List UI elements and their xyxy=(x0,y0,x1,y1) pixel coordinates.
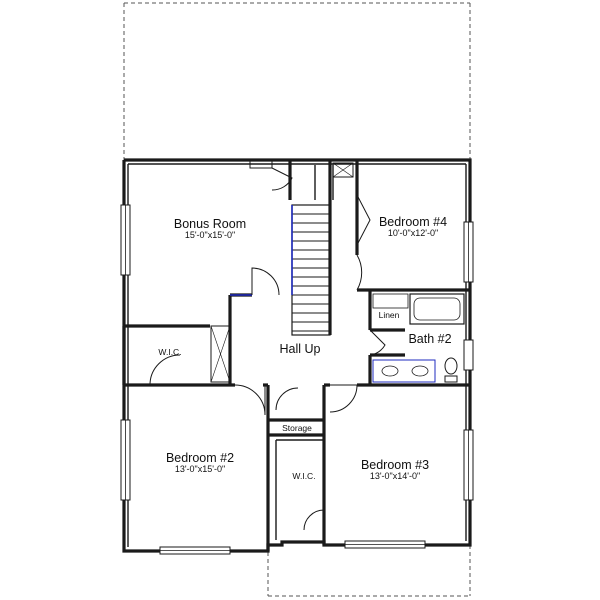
bath-fixtures xyxy=(372,293,465,383)
lower-dashed-outline xyxy=(267,545,471,597)
bonus-room-dims: 15'-0"x15'-0" xyxy=(185,230,235,240)
wic-right-label: W.I.C. xyxy=(292,471,315,481)
hall-label: Hall Up xyxy=(280,342,321,356)
storage-label: Storage xyxy=(282,423,312,433)
bedroom-3-name: Bedroom #3 xyxy=(361,458,429,472)
bath-2-name: Bath #2 xyxy=(408,332,451,346)
stair-outline xyxy=(291,204,331,336)
bedroom-2-name: Bedroom #2 xyxy=(166,451,234,465)
staircase xyxy=(291,204,331,336)
bedroom-2-dims: 13'-0"x15'-0" xyxy=(175,464,225,474)
bedroom-4-dims: 10'-0"x12'-0" xyxy=(388,228,438,238)
bonus-room-name: Bonus Room xyxy=(174,217,246,231)
windows xyxy=(120,204,474,555)
doors xyxy=(149,167,386,531)
upper-dashed-outline xyxy=(123,2,471,160)
hall-closet xyxy=(249,159,354,200)
bedroom-3-dims: 13'-0"x14'-0" xyxy=(370,471,420,481)
bedroom-4-name: Bedroom #4 xyxy=(379,215,447,229)
wic-left-label: W.I.C. xyxy=(158,347,181,357)
interior-walls xyxy=(122,160,470,551)
linen-label: Linen xyxy=(379,310,400,320)
